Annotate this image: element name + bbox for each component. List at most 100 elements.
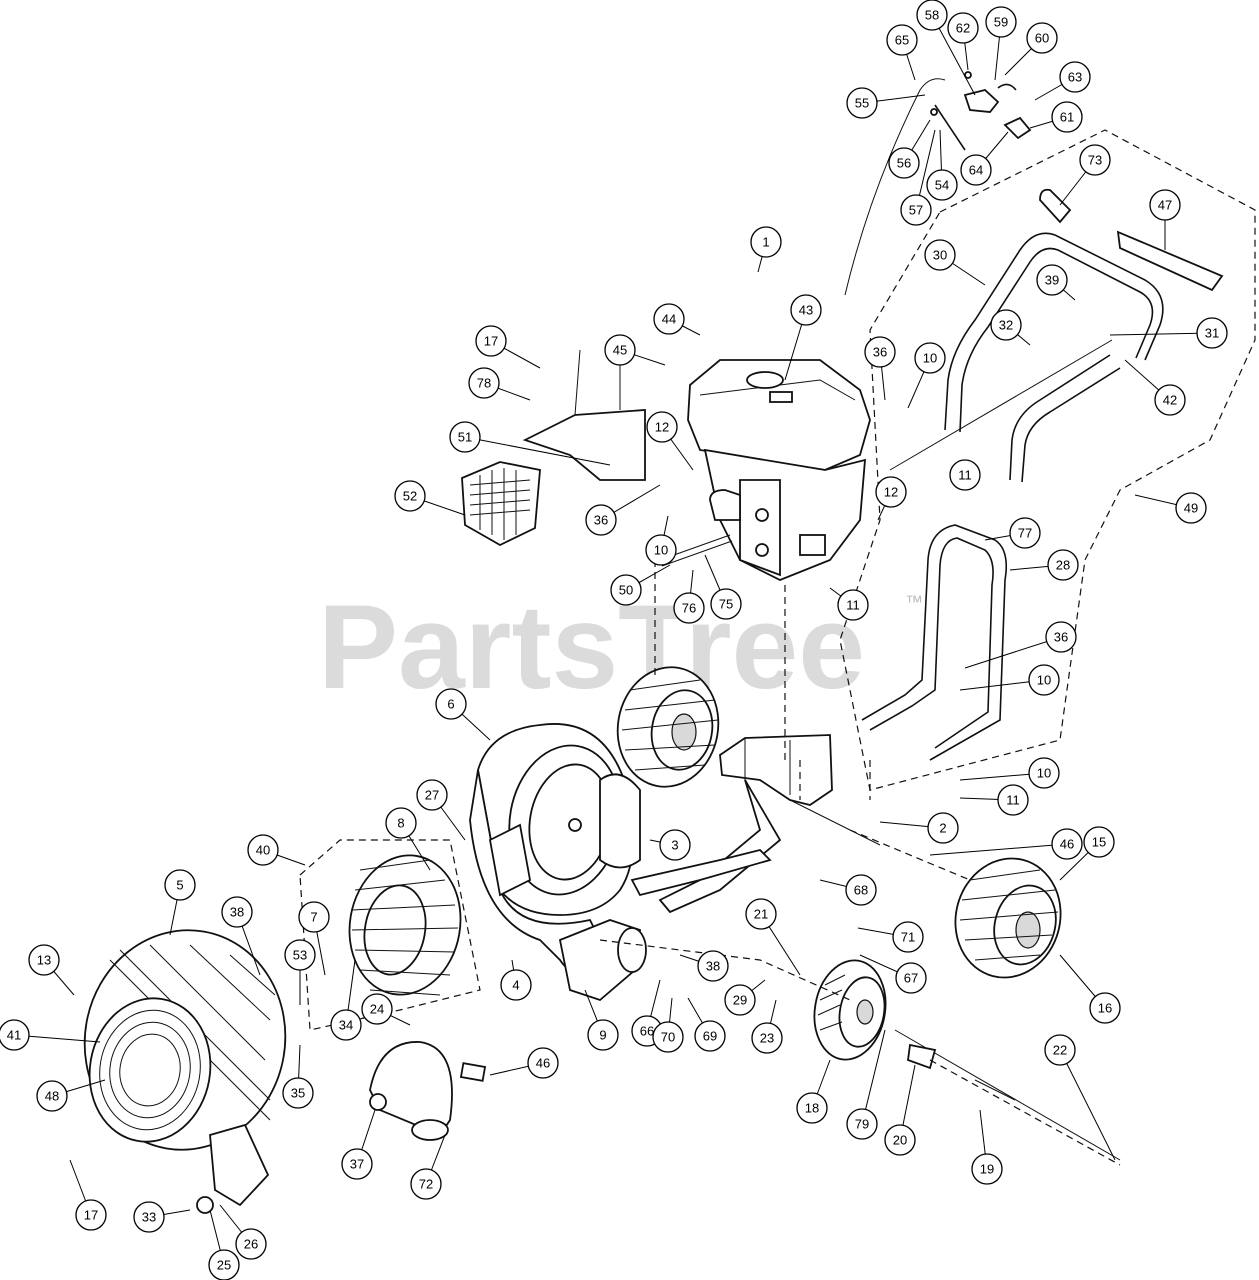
- callout-leader: [861, 1029, 886, 1125]
- callout-number: 78: [477, 376, 491, 391]
- callout-32[interactable]: 32: [990, 309, 1031, 346]
- callout-2[interactable]: 2: [879, 812, 959, 844]
- callout-38[interactable]: 38: [221, 896, 261, 976]
- callout-8[interactable]: 8: [385, 807, 431, 871]
- callout-number: 17: [84, 1208, 98, 1223]
- callout-61[interactable]: 61: [1029, 101, 1083, 133]
- callout-56[interactable]: 56: [888, 119, 931, 179]
- callout-number: 21: [754, 907, 768, 922]
- callout-45[interactable]: 45: [604, 334, 666, 366]
- callout-46[interactable]: 46: [489, 1047, 559, 1079]
- callout-48[interactable]: 48: [36, 1079, 106, 1112]
- callout-34[interactable]: 34: [330, 959, 362, 1041]
- callout-41[interactable]: 41: [0, 1019, 101, 1051]
- callout-73[interactable]: 73: [1059, 144, 1111, 206]
- callout-38[interactable]: 38: [679, 950, 729, 982]
- callout-68[interactable]: 68: [819, 874, 877, 906]
- callout-64[interactable]: 64: [960, 131, 1009, 186]
- callout-71[interactable]: 71: [857, 921, 924, 953]
- callout-circle: [298, 901, 330, 933]
- callout-4[interactable]: 4: [500, 959, 532, 1001]
- callout-75[interactable]: 75: [704, 554, 742, 620]
- callout-36[interactable]: 36: [864, 336, 896, 401]
- callout-72[interactable]: 72: [410, 1134, 446, 1200]
- callout-28[interactable]: 28: [1009, 549, 1079, 581]
- callout-63[interactable]: 63: [1034, 61, 1091, 101]
- callout-53[interactable]: 53: [284, 939, 316, 1005]
- callout-22[interactable]: 22: [1044, 1034, 1116, 1161]
- callout-65[interactable]: 65: [886, 24, 918, 81]
- callout-44[interactable]: 44: [653, 303, 701, 336]
- callout-42[interactable]: 42: [1124, 359, 1186, 416]
- callout-circle: [924, 239, 956, 271]
- callout-39[interactable]: 39: [1036, 264, 1076, 301]
- callout-leader: [1059, 1049, 1116, 1161]
- callout-47[interactable]: 47: [1149, 189, 1181, 250]
- callout-24[interactable]: 24: [361, 993, 411, 1026]
- callout-69[interactable]: 69: [687, 997, 726, 1052]
- callout-36[interactable]: 36: [585, 484, 661, 536]
- callout-20[interactable]: 20: [884, 1064, 916, 1156]
- callout-37[interactable]: 37: [341, 1109, 376, 1180]
- callout-33[interactable]: 33: [133, 1201, 191, 1233]
- callout-52[interactable]: 52: [394, 480, 466, 516]
- callout-57[interactable]: 57: [900, 129, 936, 226]
- callout-79[interactable]: 79: [846, 1029, 886, 1140]
- callout-50[interactable]: 50: [610, 564, 671, 606]
- callout-35[interactable]: 35: [282, 1044, 314, 1109]
- callout-76[interactable]: 76: [673, 569, 705, 624]
- callout-54[interactable]: 54: [926, 129, 958, 201]
- callout-10[interactable]: 10: [959, 664, 1060, 696]
- callout-6[interactable]: 6: [435, 688, 491, 741]
- callout-31[interactable]: 31: [1109, 317, 1228, 349]
- callout-55[interactable]: 55: [846, 87, 926, 119]
- callout-51[interactable]: 51: [449, 421, 611, 466]
- callout-27[interactable]: 27: [416, 779, 466, 841]
- callout-3[interactable]: 3: [649, 829, 691, 861]
- callout-circle: [416, 779, 448, 811]
- callout-26[interactable]: 26: [219, 1204, 267, 1260]
- callout-16[interactable]: 16: [1059, 954, 1121, 1024]
- callout-10[interactable]: 10: [959, 757, 1060, 789]
- callout-11[interactable]: 11: [949, 459, 981, 491]
- callout-40[interactable]: 40: [247, 834, 306, 866]
- callout-13[interactable]: 13: [28, 944, 75, 996]
- callout-78[interactable]: 78: [468, 367, 531, 401]
- outlet-deflector: [369, 1041, 487, 1141]
- callout-29[interactable]: 29: [724, 979, 766, 1016]
- callout-10[interactable]: 10: [907, 342, 946, 409]
- callout-18[interactable]: 18: [796, 1059, 831, 1124]
- callout-30[interactable]: 30: [924, 239, 986, 286]
- callout-46[interactable]: 46: [929, 828, 1083, 860]
- callout-number: 66: [640, 1024, 654, 1039]
- callout-58[interactable]: 58: [916, 0, 976, 96]
- callout-17[interactable]: 17: [475, 325, 541, 369]
- callout-11[interactable]: 11: [829, 587, 869, 621]
- callout-15[interactable]: 15: [1059, 826, 1115, 881]
- callout-9[interactable]: 9: [584, 989, 619, 1051]
- callout-number: 36: [1054, 630, 1068, 645]
- callout-70[interactable]: 70: [652, 997, 684, 1053]
- callout-7[interactable]: 7: [298, 901, 330, 976]
- callout-5[interactable]: 5: [164, 869, 196, 936]
- callout-number: 42: [1163, 393, 1177, 408]
- callout-25[interactable]: 25: [208, 1209, 240, 1280]
- callout-59[interactable]: 59: [985, 6, 1017, 81]
- callout-49[interactable]: 49: [1134, 492, 1207, 524]
- callout-12[interactable]: 12: [646, 411, 694, 471]
- callout-77[interactable]: 77: [984, 517, 1041, 549]
- callout-12[interactable]: 12: [875, 476, 907, 521]
- callout-23[interactable]: 23: [751, 999, 783, 1054]
- callout-10[interactable]: 10: [645, 515, 677, 566]
- callout-number: 47: [1158, 198, 1172, 213]
- callout-11[interactable]: 11: [959, 784, 1029, 816]
- callout-19[interactable]: 19: [971, 1109, 1003, 1185]
- callout-60[interactable]: 60: [1004, 22, 1058, 76]
- callout-62[interactable]: 62: [947, 12, 979, 71]
- callout-17[interactable]: 17: [69, 1159, 107, 1231]
- callout-1[interactable]: 1: [750, 226, 782, 273]
- callout-36[interactable]: 36: [964, 621, 1077, 669]
- callout-43[interactable]: 43: [784, 294, 822, 381]
- callout-67[interactable]: 67: [859, 954, 927, 994]
- callout-21[interactable]: 21: [745, 898, 801, 976]
